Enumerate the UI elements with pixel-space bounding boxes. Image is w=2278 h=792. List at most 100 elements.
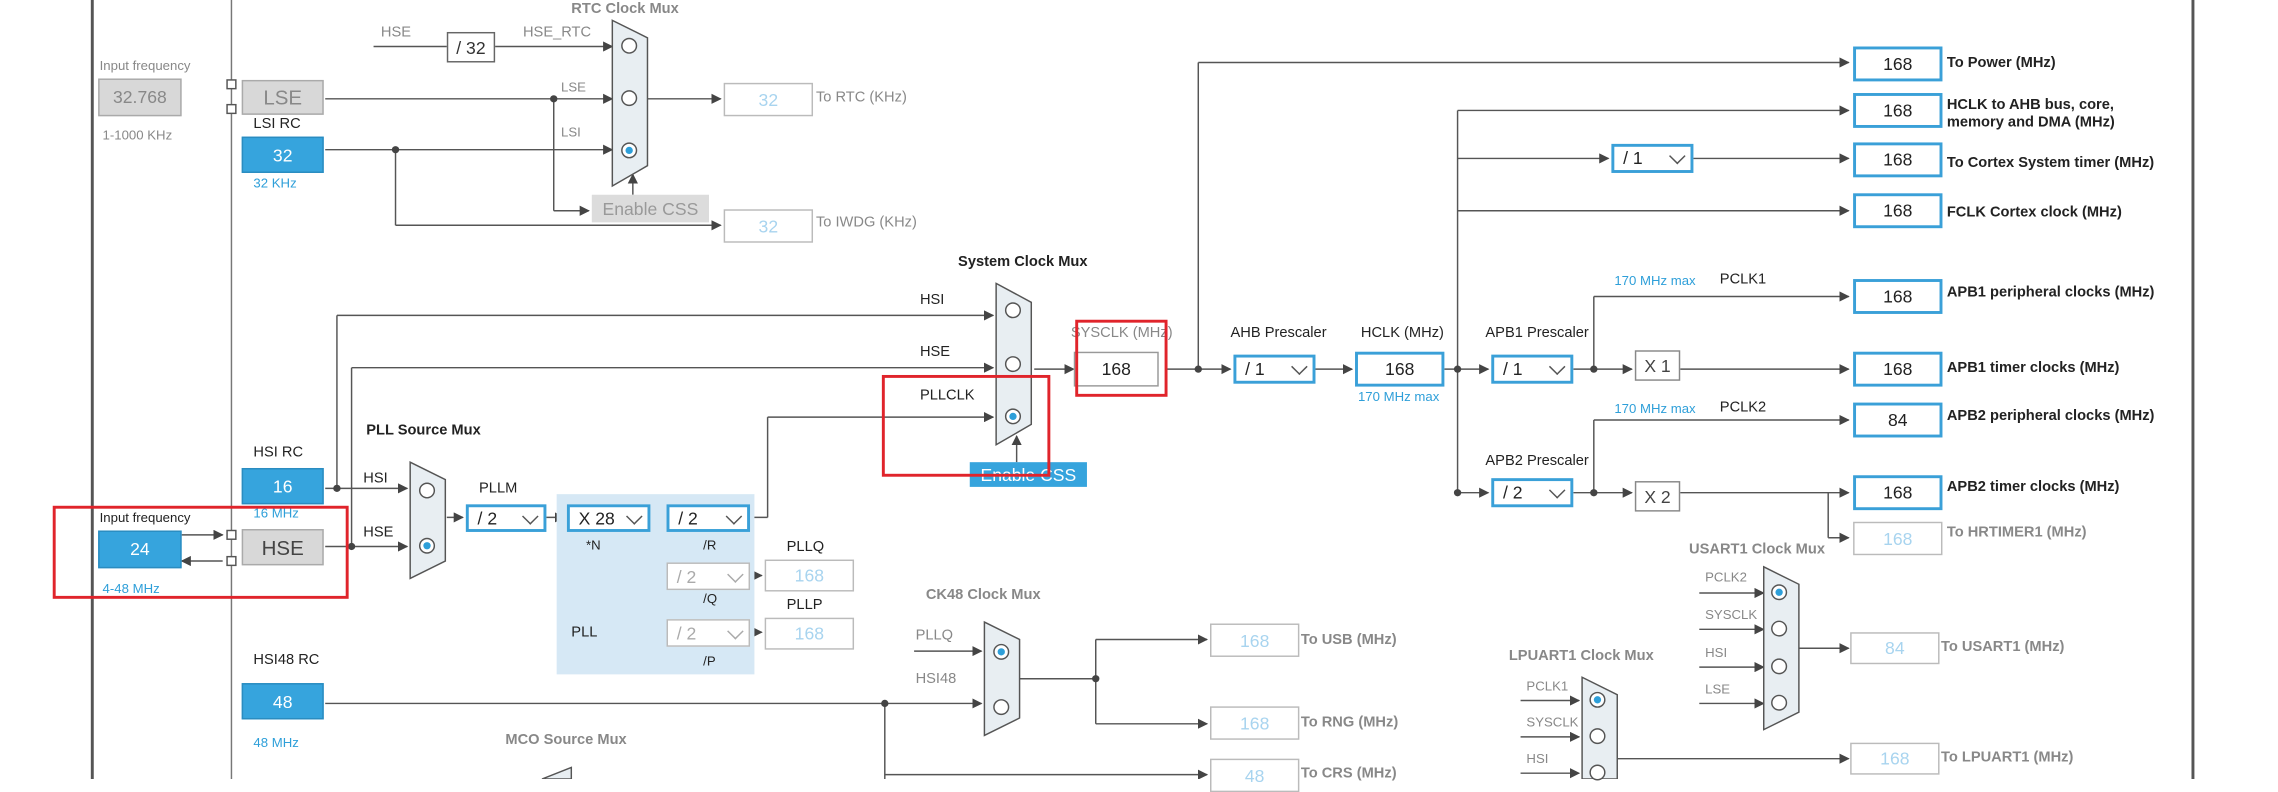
sys-hse-label: HSE	[919, 344, 951, 361]
apb1-periph-label: APB1 peripheral clocks (MHz)	[1946, 284, 2155, 301]
ahb-prescaler-select[interactable]: / 1	[1233, 354, 1316, 384]
apb1-periph-value: 168	[1853, 279, 1943, 314]
enable-css-rtc-button[interactable]: Enable CSS	[591, 194, 710, 223]
mco-mux-shape	[541, 766, 573, 780]
hrtimer1-label: To HRTIMER1 (MHz)	[1946, 524, 2087, 541]
hse-rtc-label: HSE_RTC	[522, 24, 592, 41]
fclk-value: 168	[1853, 193, 1943, 229]
hclk-label: HCLK (MHz)	[1360, 325, 1444, 342]
to-iwdg-label: To IWDG (KHz)	[815, 215, 917, 232]
pllp-output-label: PLLP	[786, 597, 823, 614]
pll-src-hsi-label: HSI	[363, 470, 388, 487]
lpuart1-mux-title: LPUART1 Clock Mux	[1508, 648, 1654, 665]
chevron-down-icon	[522, 507, 539, 525]
hse-input-frequency-label: Input frequency	[99, 510, 191, 525]
rtc-lse-line-label: LSE	[561, 79, 586, 95]
apb1-prescaler-select[interactable]: / 1	[1491, 354, 1574, 384]
lpuart1-in-hsi: HSI	[1526, 751, 1549, 766]
apb2-prescaler-value: / 2	[1502, 482, 1523, 503]
apb1-timer-label: APB1 timer clocks (MHz)	[1946, 360, 2120, 377]
pclk2-max-label: 170 MHz max	[1614, 401, 1696, 416]
lse-input-field[interactable]: 32.768	[98, 78, 182, 117]
chevron-down-icon	[626, 507, 643, 525]
ahb-prescaler-value: / 1	[1245, 358, 1265, 380]
sys-mux-hsi-radio[interactable]	[1004, 302, 1022, 319]
pllp-select[interactable]: / 2	[666, 619, 751, 647]
hse-div32-box: / 32	[446, 31, 496, 63]
pllp-label: /P	[703, 654, 716, 669]
ahb-prescaler-label: AHB Prescaler	[1230, 325, 1327, 342]
pllm-label: PLLM	[479, 481, 518, 498]
sys-mux-hse-radio[interactable]	[1004, 356, 1022, 373]
hse-input-field[interactable]: 24	[98, 530, 182, 569]
plln-select[interactable]: X 28	[566, 504, 651, 532]
apb2-timer-multiplier: X 2	[1634, 481, 1681, 512]
ck48-hsi48-radio[interactable]	[993, 699, 1010, 716]
usart1-in-pclk2: PCLK2	[1705, 569, 1747, 585]
lpuart1-pclk1-radio[interactable]	[1589, 691, 1606, 708]
usart1-mux-title: USART1 Clock Mux	[1689, 542, 1825, 559]
apb2-prescaler-select[interactable]: / 2	[1491, 478, 1574, 508]
apb2-timer-value: 168	[1853, 475, 1943, 511]
hrtimer1-value: 168	[1853, 521, 1943, 556]
pclk1-max-label: 170 MHz max	[1614, 273, 1696, 288]
ck48-mux-shape	[983, 620, 1021, 737]
plln-value: X 28	[578, 507, 615, 529]
cortex-timer-label: To Cortex System timer (MHz)	[1946, 155, 2155, 172]
sys-hsi-label: HSI	[919, 292, 945, 309]
to-usb-label: To USB (MHz)	[1300, 632, 1397, 649]
apb1-prescaler-label: APB1 Prescaler	[1485, 325, 1589, 342]
pllr-select[interactable]: / 2	[666, 504, 751, 532]
to-rng-label: To RNG (MHz)	[1300, 715, 1399, 732]
pllm-select[interactable]: / 2	[465, 504, 547, 532]
hclk-ahb-label: HCLK to AHB bus, core,	[1946, 97, 2114, 114]
to-power-value: 168	[1853, 46, 1943, 82]
lpuart1-sysclk-radio[interactable]	[1589, 728, 1606, 745]
hse-box: HSE	[241, 529, 324, 566]
crs-output-value: 48	[1210, 758, 1300, 792]
lsi-khz-label: 32 KHz	[253, 175, 297, 191]
rtc-mux-lsi-radio[interactable]	[621, 142, 638, 159]
lse-input-frequency-label: Input frequency	[99, 58, 191, 73]
pllq-output-value: 168	[764, 559, 855, 592]
usart1-pclk2-radio[interactable]	[1771, 584, 1788, 601]
cortex-timer-divider-select[interactable]: / 1	[1611, 143, 1694, 173]
pll-src-hse-radio[interactable]	[418, 537, 436, 554]
chevron-down-icon	[727, 565, 744, 583]
lse-box: LSE	[241, 79, 324, 115]
chevron-down-icon	[727, 622, 744, 639]
pllq-output-label: PLLQ	[786, 539, 825, 556]
rtc-hse-label: HSE	[380, 24, 411, 41]
hsi-mhz-label: 16 MHz	[253, 505, 299, 521]
rtc-mux-hse-radio[interactable]	[621, 37, 638, 54]
pllq-value: / 2	[676, 566, 697, 587]
usart1-in-hsi: HSI	[1705, 645, 1728, 660]
pll-src-hsi-radio[interactable]	[418, 482, 436, 499]
system-clock-mux-title: System Clock Mux	[958, 254, 1088, 271]
pclk1-label: PCLK1	[1719, 271, 1767, 288]
chevron-down-icon	[1548, 482, 1566, 499]
usart1-lse-radio[interactable]	[1771, 694, 1788, 711]
rtc-mux-lse-radio[interactable]	[621, 90, 638, 107]
ck48-hsi48-label: HSI48	[915, 671, 957, 688]
rtc-lsi-line-label: LSI	[561, 124, 581, 140]
usart1-in-lse: LSE	[1705, 681, 1731, 697]
apb1-timer-multiplier: X 1	[1634, 350, 1681, 381]
sysclk-label: SYSCLK (MHz)	[1070, 325, 1173, 342]
ck48-pllq-radio[interactable]	[993, 643, 1010, 660]
usart1-sysclk-radio[interactable]	[1771, 620, 1788, 637]
pll-src-hse-label: HSE	[363, 524, 394, 541]
hsi-rc-label: HSI RC	[253, 444, 304, 461]
rng-output-value: 168	[1210, 706, 1300, 740]
to-usart1-label: To USART1 (MHz)	[1940, 639, 2065, 656]
pllp-value: / 2	[676, 622, 697, 644]
usart1-hsi-radio[interactable]	[1771, 658, 1788, 675]
hsi48-rc-label: HSI48 RC	[253, 652, 320, 669]
pllq-select[interactable]: / 2	[666, 562, 751, 591]
sys-mux-pllclk-radio[interactable]	[1004, 408, 1022, 425]
hclk-value[interactable]: 168	[1355, 351, 1445, 387]
lpuart1-hsi-radio[interactable]	[1589, 764, 1606, 781]
to-rtc-label: To RTC (KHz)	[815, 90, 907, 107]
sys-pllclk-label: PLLCLK	[919, 388, 975, 405]
pll-source-mux-title: PLL Source Mux	[366, 422, 481, 439]
